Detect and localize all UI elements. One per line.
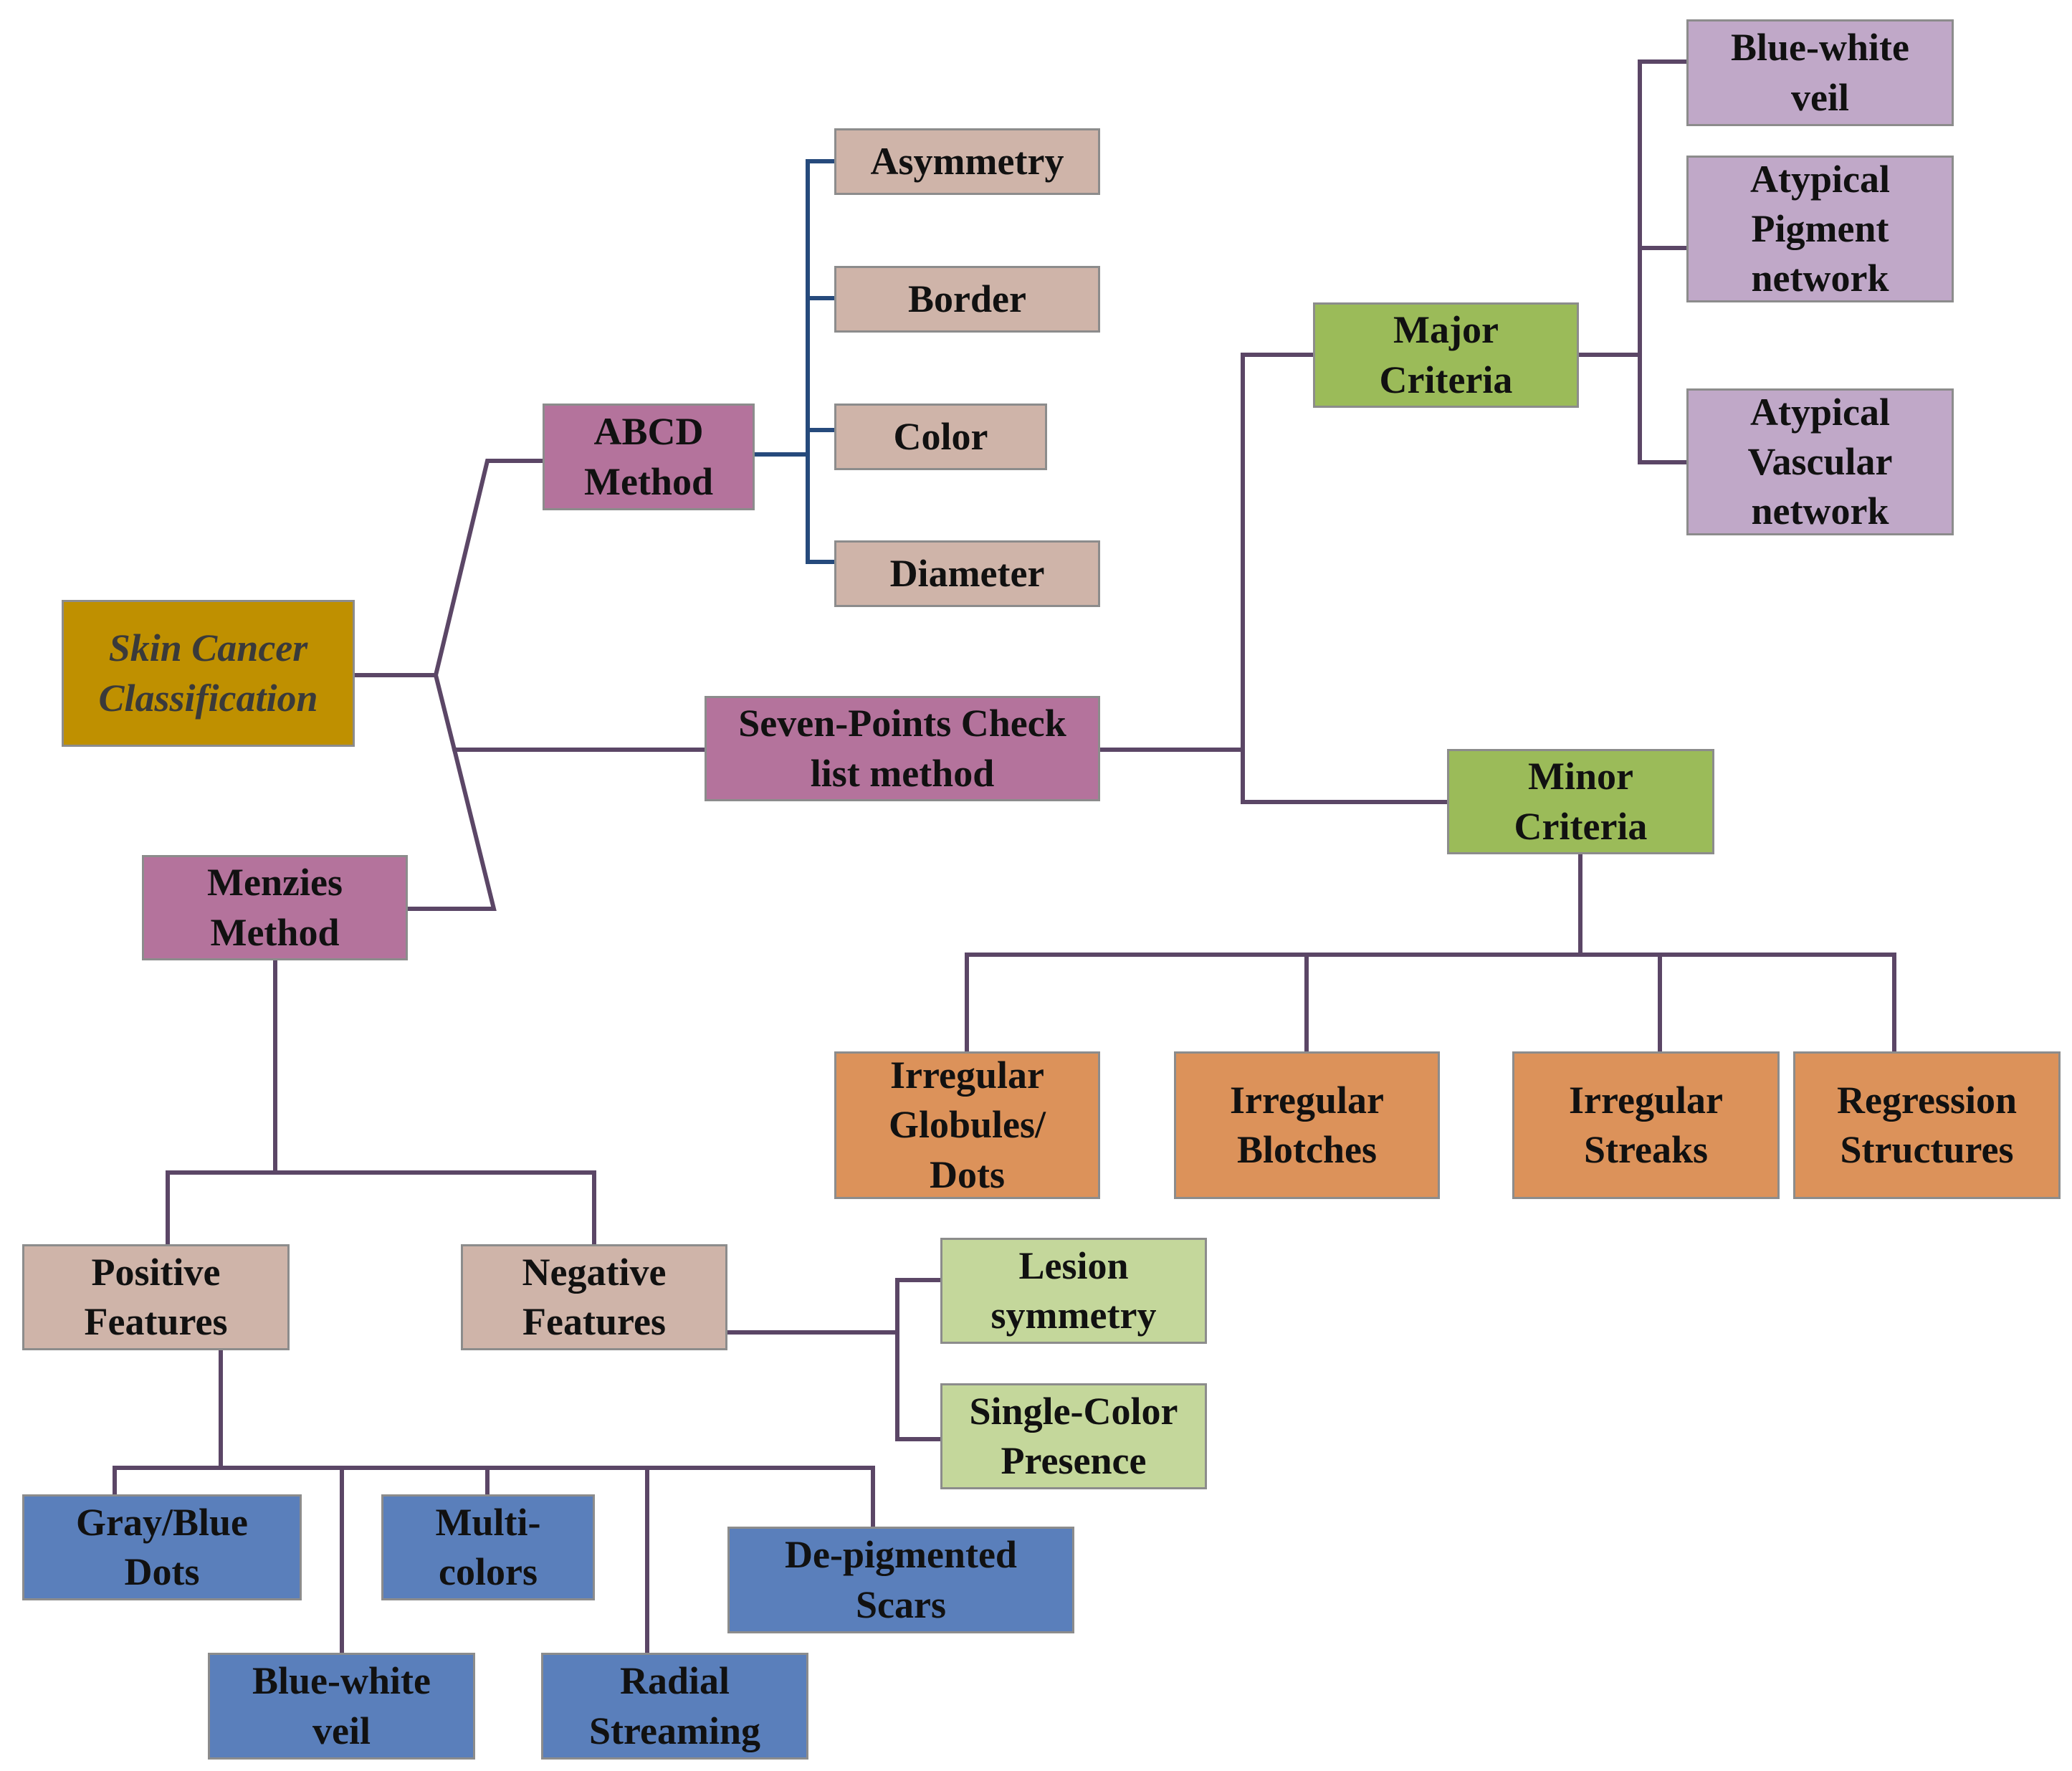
regression-structures: Regression Structures (1793, 1051, 2061, 1199)
multi-colors: Multi- colors (381, 1494, 595, 1600)
atypical-vascular-network: Atypical Vascular network (1686, 388, 1954, 535)
irregular-streaks: Irregular Streaks (1512, 1051, 1780, 1199)
atypical-pigment-network: Atypical Pigment network (1686, 156, 1954, 302)
single-color-presence: Single-Color Presence (940, 1383, 1207, 1489)
irregular-globules-dots: Irregular Globules/ Dots (834, 1051, 1100, 1199)
menzies-blue-white-veil: Blue-white veil (208, 1653, 475, 1760)
major-blue-white-veil: Blue-white veil (1686, 19, 1954, 126)
radial-streaming: Radial Streaming (541, 1653, 808, 1760)
diameter: Diameter (834, 540, 1100, 607)
negative-features: Negative Features (461, 1244, 727, 1350)
positive-features: Positive Features (22, 1244, 290, 1350)
de-pigmented-scars: De-pigmented Scars (727, 1527, 1074, 1633)
gray-blue-dots: Gray/Blue Dots (22, 1494, 302, 1600)
irregular-blotches: Irregular Blotches (1174, 1051, 1440, 1199)
connector-root-abcd (353, 459, 545, 677)
connector-root-seven-points (433, 672, 707, 752)
color: Color (834, 404, 1047, 470)
seven-points-check-list-method: Seven-Points Check list method (705, 696, 1100, 801)
abcd-method: ABCD Method (543, 404, 755, 510)
major-criteria: Major Criteria (1313, 302, 1579, 408)
minor-criteria: Minor Criteria (1447, 749, 1714, 854)
root-skin-cancer-classification: Skin Cancer Classification (62, 600, 355, 747)
lesion-symmetry: Lesion symmetry (940, 1238, 1207, 1344)
border: Border (834, 266, 1100, 333)
asymmetry: Asymmetry (834, 128, 1100, 195)
connector-root-menzies (406, 747, 497, 911)
menzies-method: Menzies Method (142, 855, 408, 960)
